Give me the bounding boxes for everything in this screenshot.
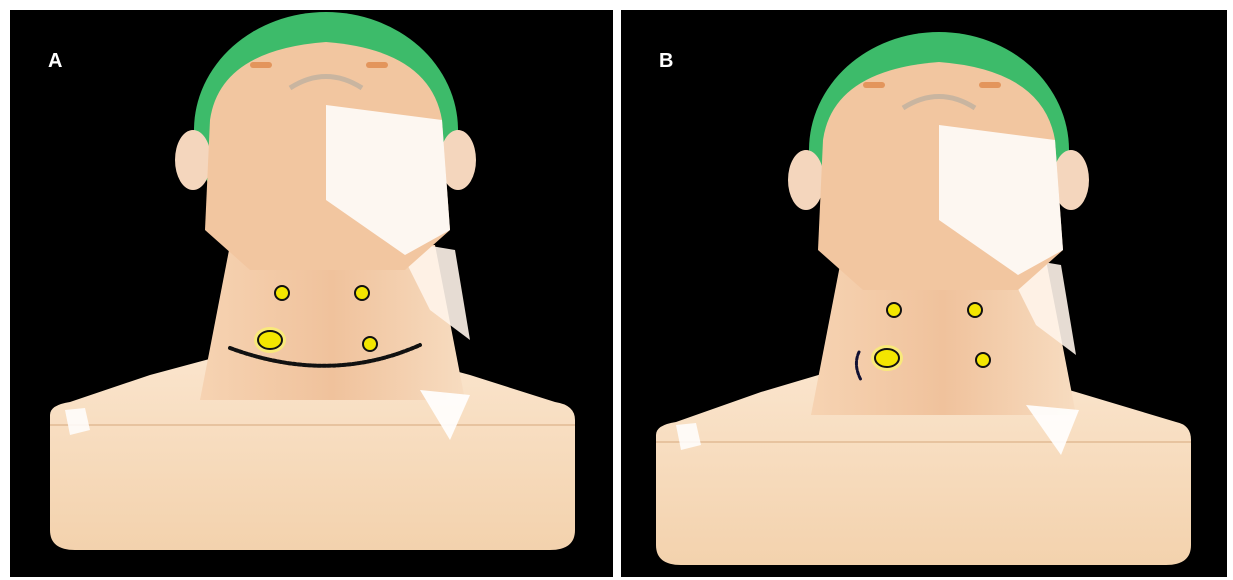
head-neck-model-b bbox=[621, 10, 1227, 577]
marker-small bbox=[355, 286, 369, 300]
panel-a: A bbox=[10, 10, 613, 577]
eye-left bbox=[250, 62, 272, 68]
marker-large bbox=[875, 349, 899, 367]
panel-label-a: A bbox=[48, 50, 62, 73]
eye-right bbox=[979, 82, 1001, 88]
ear-left bbox=[175, 130, 211, 190]
head-neck-model-a bbox=[10, 10, 613, 577]
panel-b: B bbox=[621, 10, 1227, 577]
marker-small bbox=[976, 353, 990, 367]
marker-small bbox=[968, 303, 982, 317]
marker-small bbox=[275, 286, 289, 300]
panel-label-b: B bbox=[659, 50, 673, 73]
marker-small bbox=[363, 337, 377, 351]
ear-left bbox=[788, 150, 824, 210]
marker-small bbox=[887, 303, 901, 317]
eye-right bbox=[366, 62, 388, 68]
eye-left bbox=[863, 82, 885, 88]
marker-large bbox=[258, 331, 282, 349]
